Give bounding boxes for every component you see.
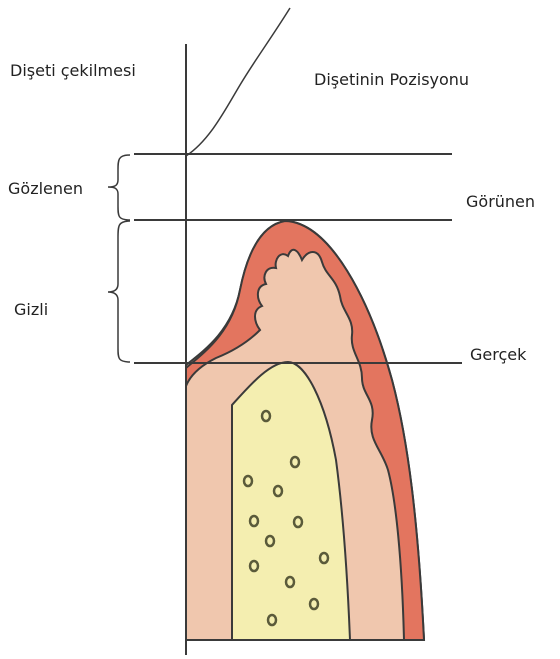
true-label: Gerçek [470,347,526,363]
hidden-brace [108,221,130,362]
observed-label: Gözlenen [8,181,83,197]
hidden-label: Gizli [14,302,48,318]
visible-label: Görünen [466,194,535,210]
observed-brace [108,155,130,220]
gingival-recession-label: Dişeti çekilmesi [10,63,136,79]
gingival-recession-curve [186,8,290,156]
gingival-position-label: Dişetinin Pozisyonu [314,72,469,88]
